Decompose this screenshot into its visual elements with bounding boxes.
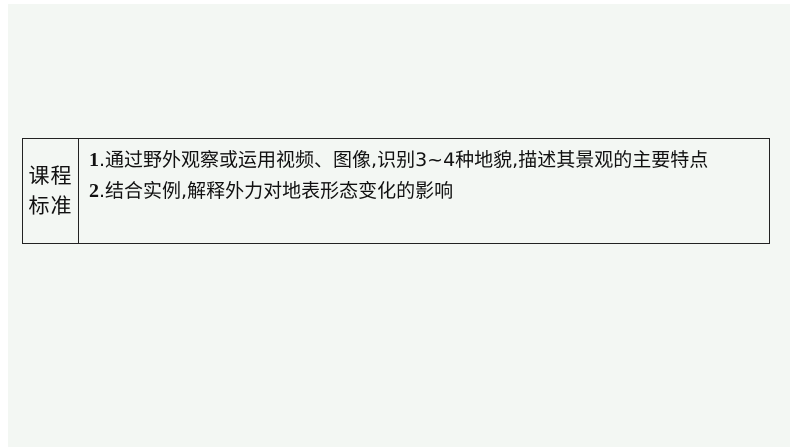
standard-label-line1: 课程 (28, 164, 73, 188)
standard-item-1: 1.通过野外观察或运用视频、图像,识别3~4种地貌,描述其景观的主要特点 (89, 145, 761, 176)
slide-frame-top (0, 0, 794, 4)
standard-label-line2: 标准 (28, 194, 73, 218)
standard-content-cell: 1.通过野外观察或运用视频、图像,识别3~4种地貌,描述其景观的主要特点 2.结… (79, 139, 769, 243)
standard-label-cell: 课程 标准 (23, 139, 79, 243)
standard-item-2-text: .结合实例,解释外力对地表形态变化的影响 (99, 180, 454, 202)
curriculum-standard-table: 课程 标准 1.通过野外观察或运用视频、图像,识别3~4种地貌,描述其景观的主要… (22, 138, 770, 244)
slide-frame-left (0, 0, 8, 447)
standard-item-2-number: 2 (89, 180, 99, 202)
standard-item-2: 2.结合实例,解释外力对地表形态变化的影响 (89, 176, 761, 207)
standard-item-1-text: .通过野外观察或运用视频、图像,识别3~4种地貌,描述其景观的主要特点 (99, 149, 709, 171)
slide-frame-right (790, 0, 794, 447)
standard-item-1-number: 1 (89, 149, 99, 171)
